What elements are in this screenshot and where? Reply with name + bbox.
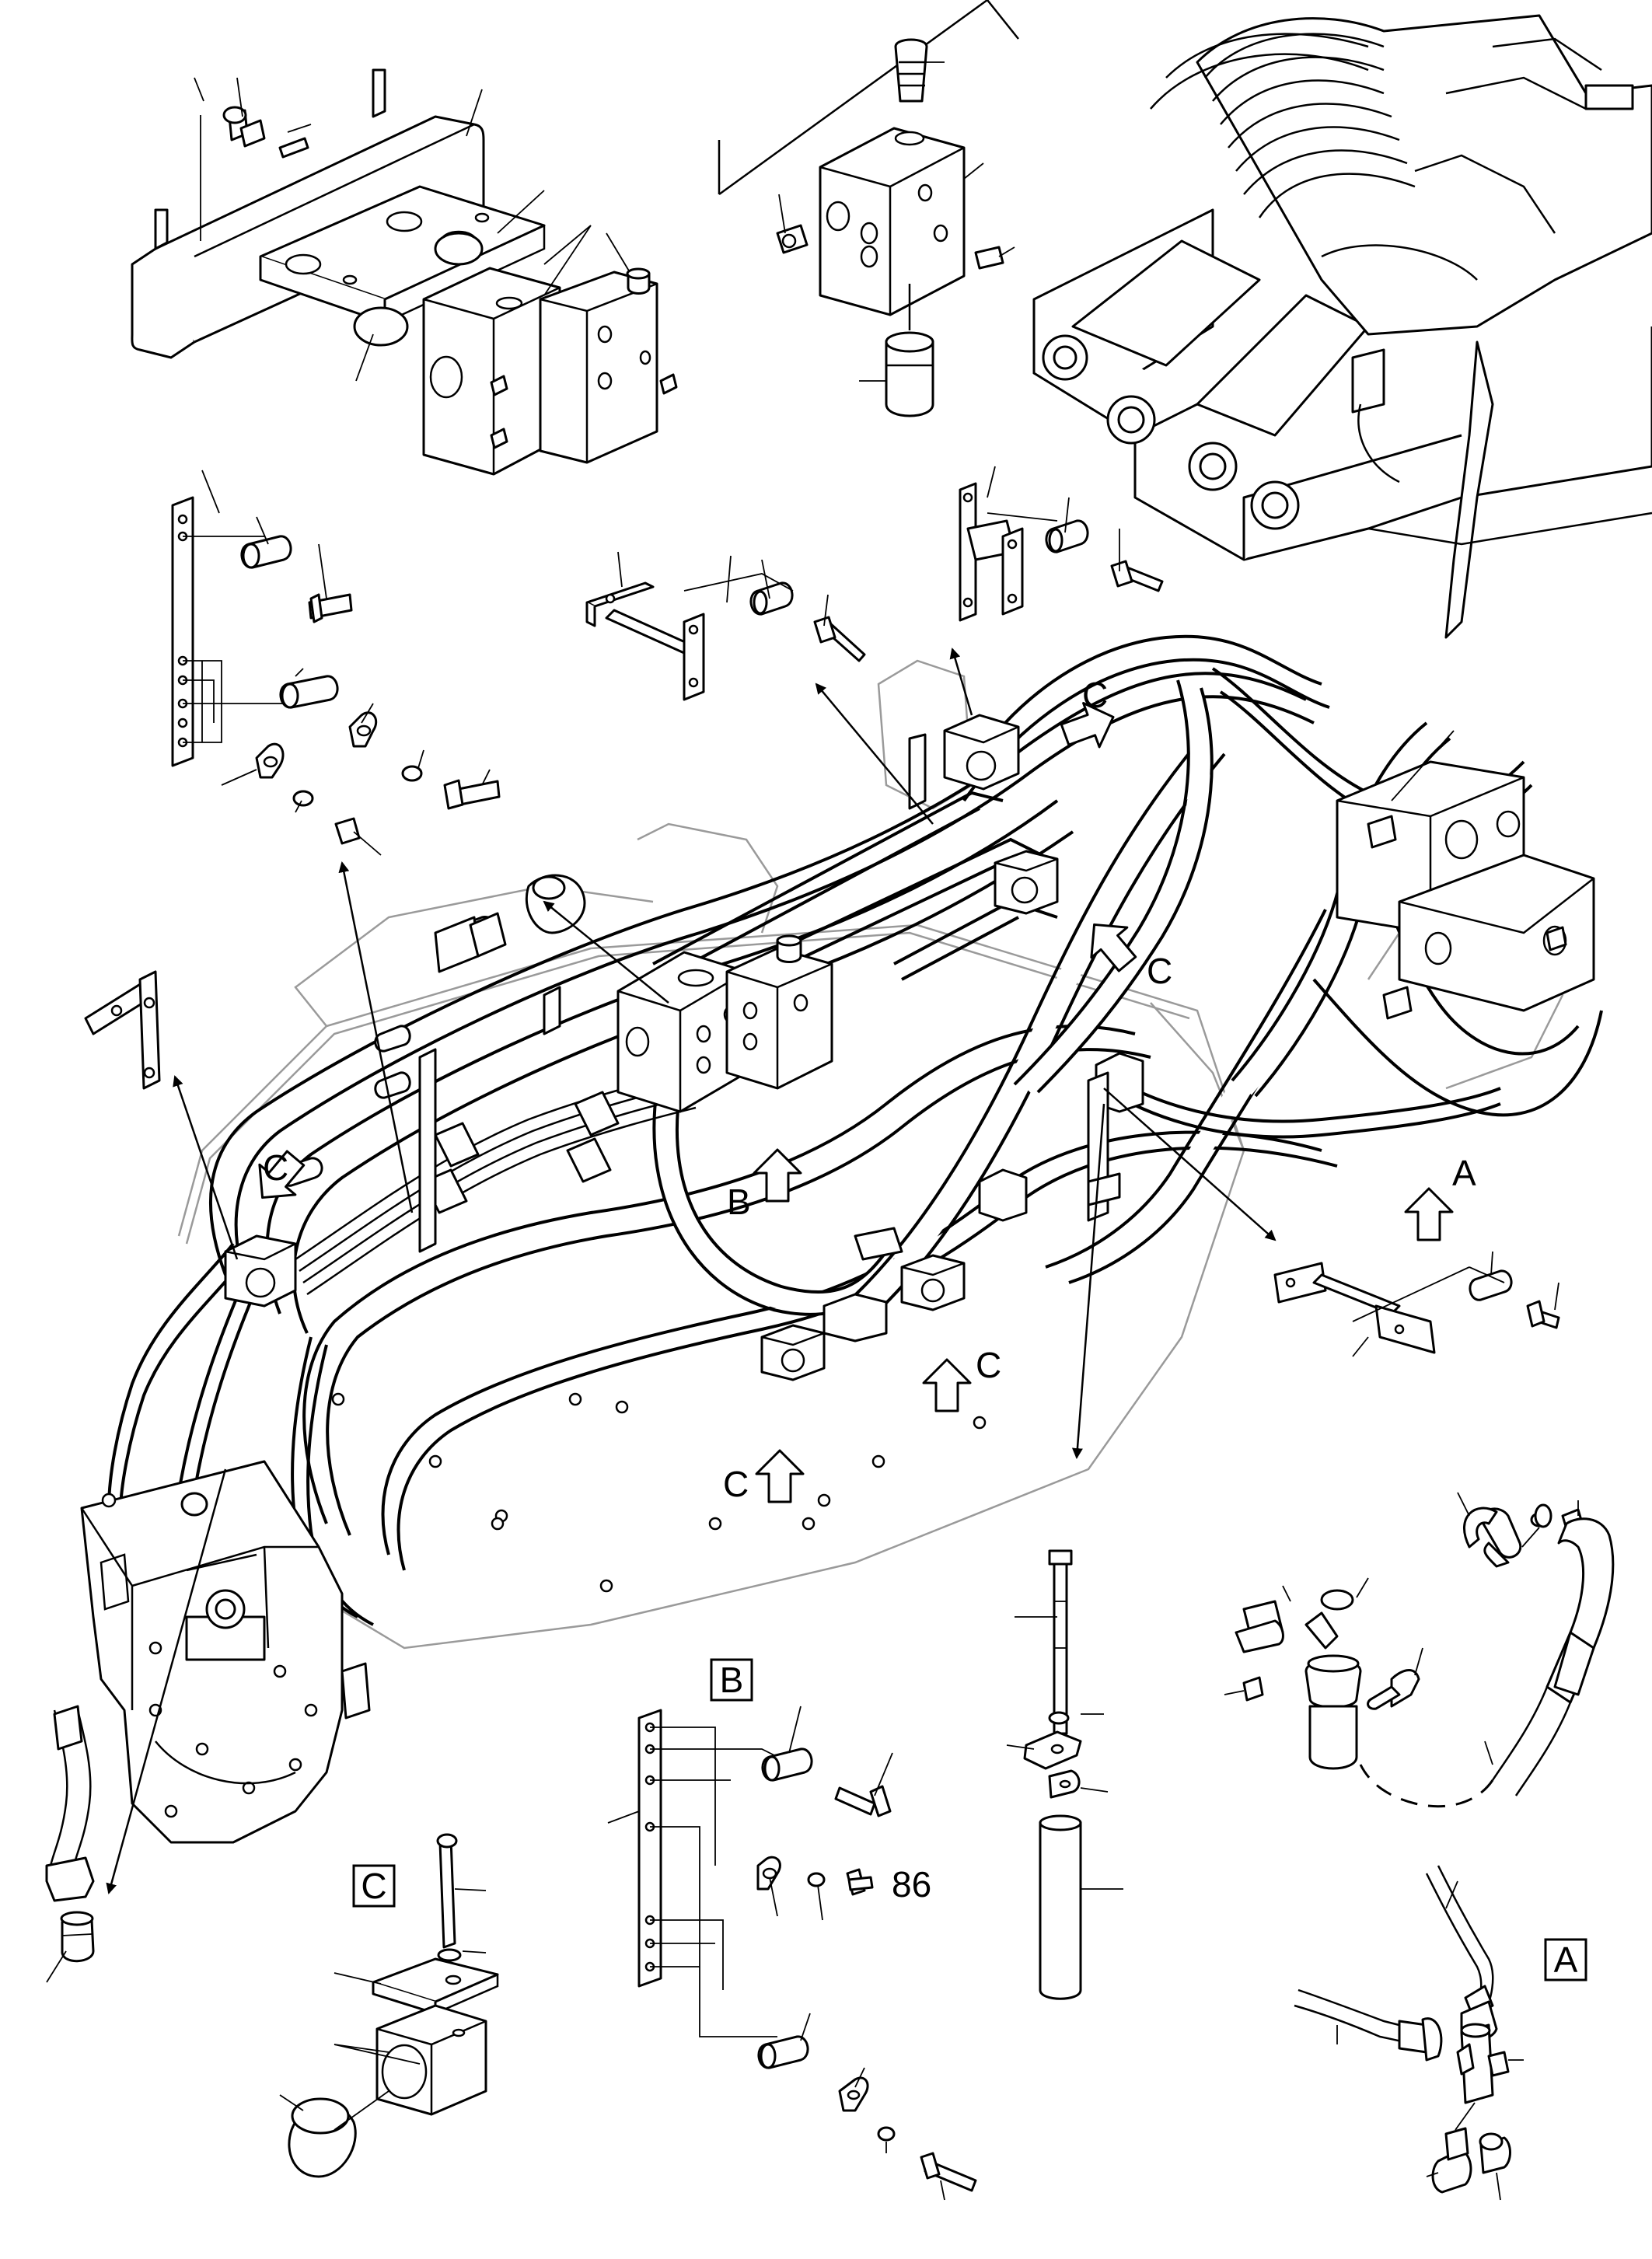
view-arrow-c-5: [755, 1449, 805, 1503]
machine-overview: [1032, 14, 1652, 639]
hose-end-detail: [45, 1705, 95, 1983]
view-arrow-c-4: [922, 1358, 972, 1412]
callout-c-1: C: [1082, 675, 1108, 715]
detail-view-c: C: [279, 1833, 499, 2178]
flange-hose-detail: [1224, 1492, 1615, 1808]
detail-c-letter: C: [361, 1866, 386, 1906]
left-pump-assembly: [80, 1460, 371, 1844]
view-arrow-a: [1404, 1187, 1454, 1241]
leader-arrows: [106, 648, 1455, 1894]
detail-a-box: [1544, 1938, 1587, 1981]
view-arrow-c-3: [258, 1150, 306, 1199]
right-bracket-loose: [1273, 1251, 1560, 1357]
detail-a-letter: A: [1554, 1940, 1578, 1980]
callout-c-4: C: [976, 1345, 1001, 1385]
detail-view-b: B 86: [607, 1658, 977, 2201]
left-bracket-exploded: [171, 470, 501, 856]
bundle-clamps: [224, 714, 1144, 1593]
center-valve-blocks: [616, 760, 1595, 1113]
callout-c-2: C: [1147, 951, 1172, 991]
top-middle-brackets: [585, 466, 1164, 701]
detail-b-letter: B: [720, 1660, 744, 1700]
callout-c-5: C: [723, 1464, 749, 1504]
callout-c-3: C: [263, 1147, 288, 1188]
valve-block-detail: [718, 0, 1019, 417]
callout-a: A: [1452, 1153, 1476, 1193]
view-arrow-c-2: [1090, 923, 1137, 972]
loose-parts-middle: [84, 874, 586, 1187]
standpipe-detail: [1006, 1549, 1123, 2000]
part-number-86: 86: [892, 1864, 931, 1905]
detail-b-box: [710, 1658, 753, 1702]
detail-view-a: A: [1294, 1865, 1587, 2201]
manifold-exploded-view: [131, 68, 678, 476]
callout-b: B: [727, 1182, 751, 1222]
view-indicators: C C C B C C A: [258, 675, 1476, 1504]
detail-c-box: [352, 1864, 396, 1908]
view-arrow-b: [753, 1148, 802, 1203]
view-arrow-c-1: [1060, 701, 1115, 749]
